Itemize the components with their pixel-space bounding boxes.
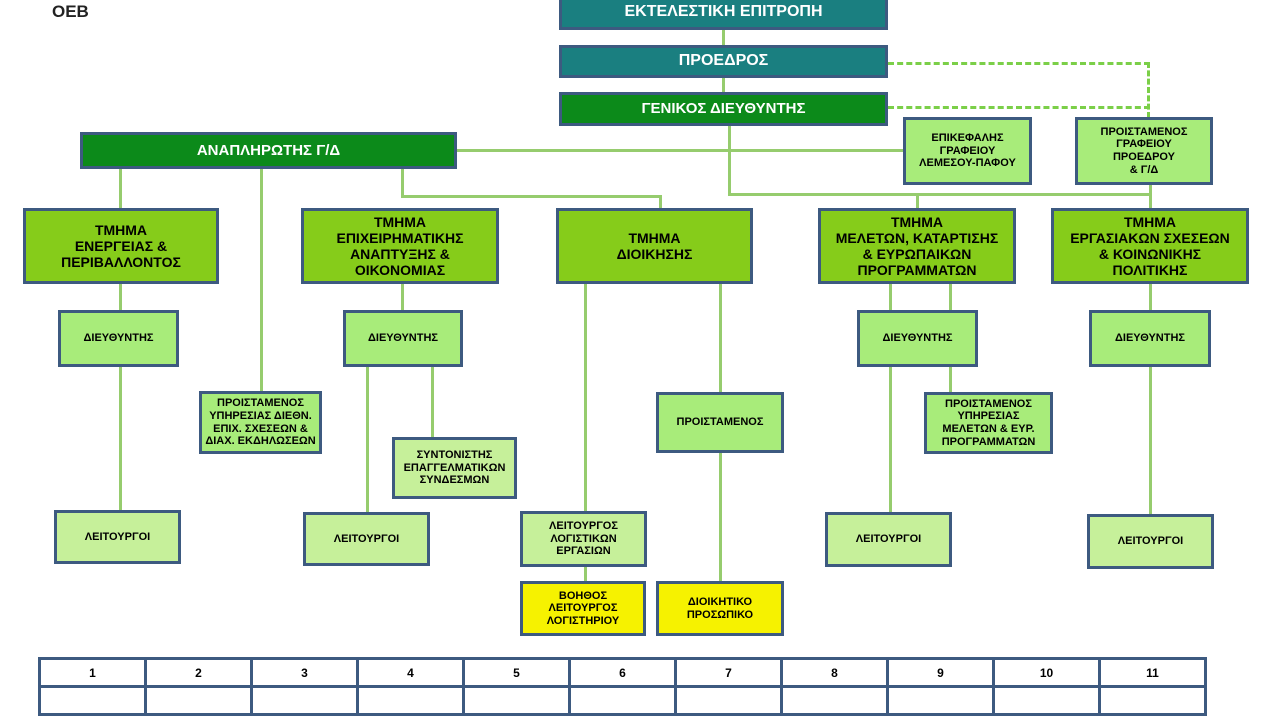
table-cell: 7: [674, 657, 783, 688]
table-cell: [38, 685, 147, 716]
director-general-box: ΓΕΝΙΚΟΣ ΔΙΕΥΘΥΝΤΗΣ: [559, 92, 888, 126]
table-cell: 5: [462, 657, 571, 688]
table-cell: [1098, 685, 1207, 716]
administrative-staff-box: ΔΙΟΙΚΗΤΙΚΟ ΠΡΟΣΩΠΙΚΟ: [656, 581, 784, 636]
table-cell: 8: [780, 657, 889, 688]
limassol-paphos-office-box: ΕΠΙΚΕΦΑΛΗΣ ΓΡΑΦΕΙΟΥ ΛΕΜΕΣΟΥ-ΠΑΦΟΥ: [903, 117, 1032, 185]
professional-associations-coordinator-box: ΣΥΝΤΟΝΙΣΤΗΣ ΕΠΑΓΓΕΛΜΑΤΙΚΩΝ ΣΥΝΔΕΣΜΩΝ: [392, 437, 517, 499]
labour-director-box: ΔΙΕΥΘΥΝΤΗΣ: [1089, 310, 1211, 367]
table-row: [38, 685, 1207, 716]
executive-committee-box: ΕΚΤΕΛΕΣΤΙΚΗ ΕΠΙΤΡΟΠΗ: [559, 0, 888, 30]
labour-officers-box: ΛΕΙΤΟΥΡΓΟΙ: [1087, 514, 1214, 569]
table-cell: [356, 685, 465, 716]
table-cell: [144, 685, 253, 716]
table-cell: [568, 685, 677, 716]
table-cell: 9: [886, 657, 995, 688]
studies-director-box: ΔΙΕΥΘΥΝΤΗΣ: [857, 310, 978, 367]
labour-department-box: ΤΜΗΜΑ ΕΡΓΑΣΙΑΚΩΝ ΣΧΕΣΕΩΝ & ΚΟΙΝΩΝΙΚΗΣ ΠΟ…: [1051, 208, 1249, 284]
accounting-officer-box: ΛΕΙΤΟΥΡΓΟΣ ΛΟΓΙΣΤΙΚΩΝ ΕΡΓΑΣΙΩΝ: [520, 511, 647, 567]
president-office-box: ΠΡΟΙΣΤΑΜΕΝΟΣ ΓΡΑΦΕΙΟΥ ΠΡΟΕΔΡΟΥ & Γ/Δ: [1075, 117, 1213, 185]
table-header-row: 1 2 3 4 5 6 7 8 9 10 11: [38, 657, 1207, 688]
business-officers-box: ΛΕΙΤΟΥΡΓΟΙ: [303, 512, 430, 566]
logo-text: ΟΕΒ: [52, 2, 89, 21]
table-cell: 4: [356, 657, 465, 688]
table-cell: 2: [144, 657, 253, 688]
energy-department-box: ΤΜΗΜΑ ΕΝΕΡΓΕΙΑΣ & ΠΕΡΙΒΑΛΛΟΝΤΟΣ: [23, 208, 219, 284]
table-cell: [674, 685, 783, 716]
deputy-director-general-box: ΑΝΑΠΛΗΡΩΤΗΣ Γ/Δ: [80, 132, 457, 169]
energy-director-box: ΔΙΕΥΘΥΝΤΗΣ: [58, 310, 179, 367]
table-cell: 10: [992, 657, 1101, 688]
numbered-table: 1 2 3 4 5 6 7 8 9 10 11: [38, 657, 1207, 716]
administration-department-box: ΤΜΗΜΑ ΔΙΟΙΚΗΣΗΣ: [556, 208, 753, 284]
table-cell: [992, 685, 1101, 716]
business-department-box: ΤΜΗΜΑ ΕΠΙΧΕΙΡΗΜΑΤΙΚΗΣ ΑΝΑΠΤΥΞΗΣ & ΟΙΚΟΝΟ…: [301, 208, 499, 284]
table-cell: 6: [568, 657, 677, 688]
head-eu-programs-box: ΠΡΟΙΣΤΑΜΕΝΟΣ ΥΠΗΡΕΣΙΑΣ ΜΕΛΕΤΩΝ & ΕΥΡ. ΠΡ…: [924, 392, 1053, 454]
assistant-accounting-officer-box: ΒΟΗΘΟΣ ΛΕΙΤΟΥΡΓΟΣ ΛΟΓΙΣΤΗΡΙΟΥ: [520, 581, 646, 636]
administration-head-box: ΠΡΟΙΣΤΑΜΕΝΟΣ: [656, 392, 784, 453]
studies-department-box: ΤΜΗΜΑ ΜΕΛΕΤΩΝ, ΚΑΤΑΡΤΙΣΗΣ & ΕΥΡΩΠΑΙΚΩΝ Π…: [818, 208, 1016, 284]
head-international-relations-box: ΠΡΟΙΣΤΑΜΕΝΟΣ ΥΠΗΡΕΣΙΑΣ ΔΙΕΘΝ. ΕΠΙΧ. ΣΧΕΣ…: [199, 391, 322, 454]
business-director-box: ΔΙΕΥΘΥΝΤΗΣ: [343, 310, 463, 367]
table-cell: 11: [1098, 657, 1207, 688]
table-cell: [462, 685, 571, 716]
president-box: ΠΡΟΕΔΡΟΣ: [559, 45, 888, 78]
table-cell: [250, 685, 359, 716]
table-cell: [886, 685, 995, 716]
studies-officers-box: ΛΕΙΤΟΥΡΓΟΙ: [825, 512, 952, 567]
table-cell: [780, 685, 889, 716]
table-cell: 1: [38, 657, 147, 688]
energy-officers-box: ΛΕΙΤΟΥΡΓΟΙ: [54, 510, 181, 564]
table-cell: 3: [250, 657, 359, 688]
